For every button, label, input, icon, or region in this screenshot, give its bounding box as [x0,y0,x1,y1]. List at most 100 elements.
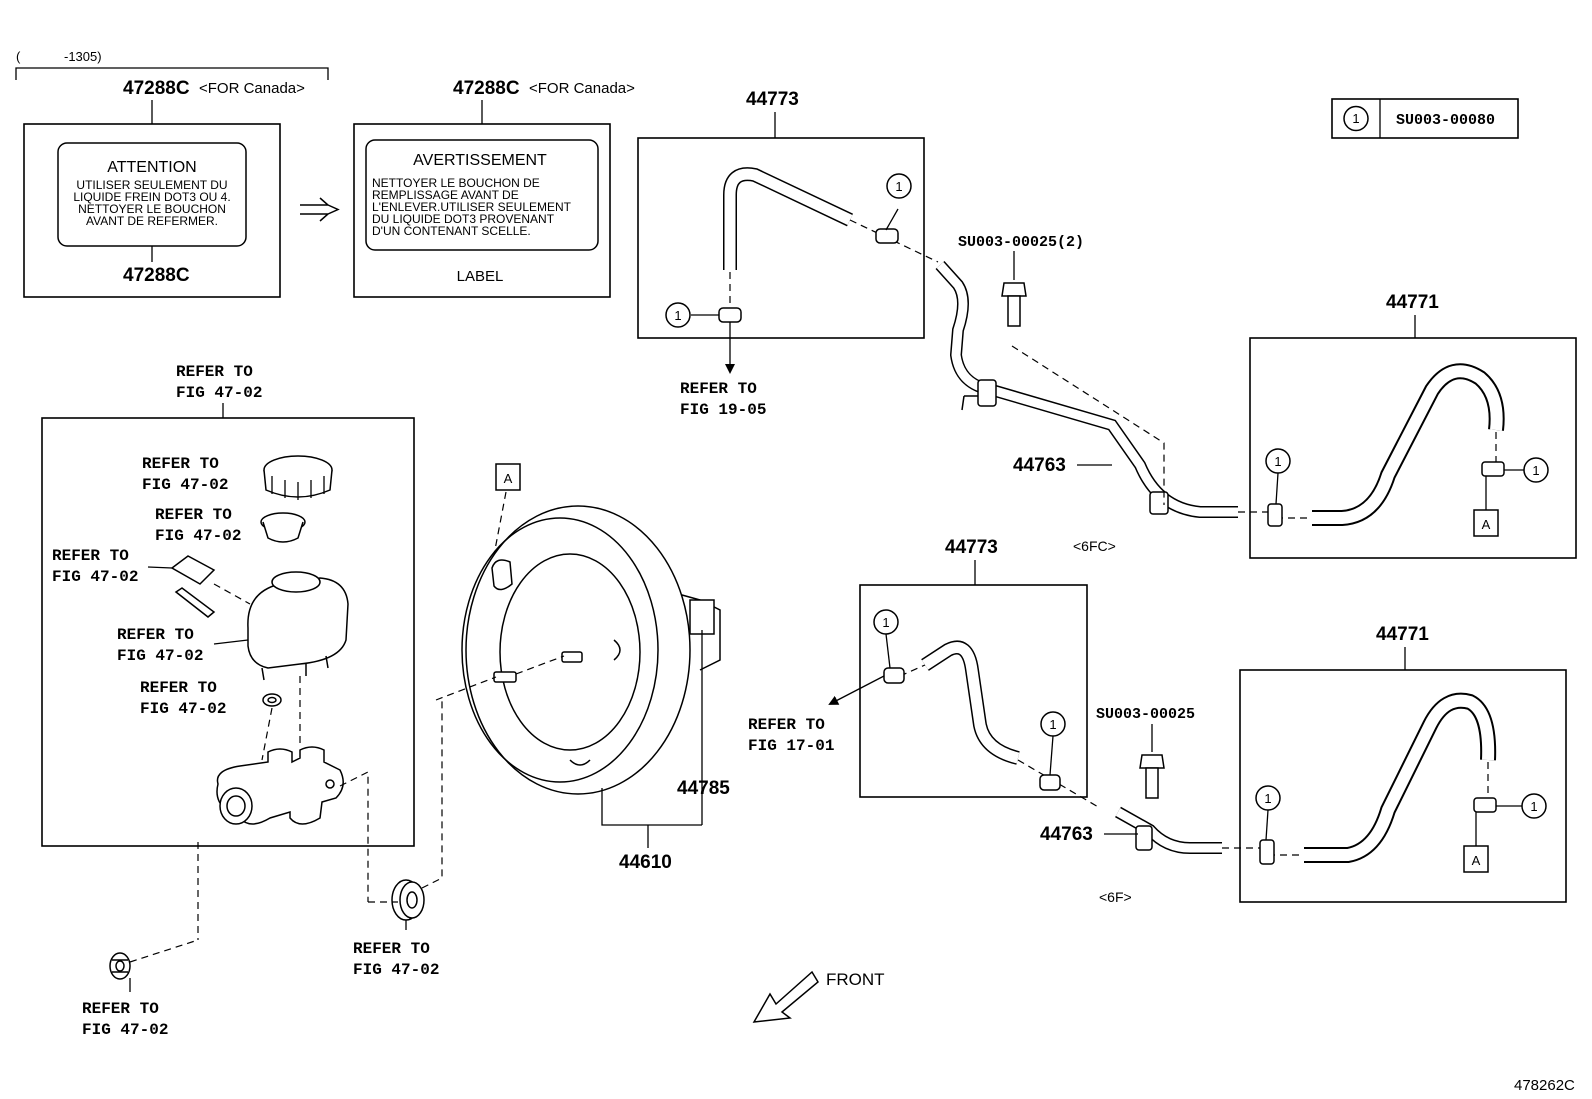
label-original-title: ATTENTION [107,159,196,176]
master-cylinder-group: REFER TO FIG 47-02 REFER TO FIG 47-02 RE… [41,363,415,940]
callout-1-c [1265,448,1291,474]
reservoir-strainer [260,512,306,543]
connector-a-upper-right [1473,509,1499,537]
pipe-lower-bracket [1135,825,1153,851]
clip-lower-hose-right [1473,797,1497,813]
svg-text:1: 1 [1532,463,1539,478]
label-original-part-number: 47288C [123,78,190,99]
label-new-title: AVERTISSEMENT [413,152,547,169]
front-direction: FRONT [752,970,885,1023]
svg-text:1: 1 [674,308,681,323]
label-new-line-2: REMPLISSAGE AVANT DE [372,188,519,202]
callout-1-g [1255,785,1281,811]
hose-44773-upper-label: 44773 [746,89,799,110]
pipe-44763-upper-group: SU003-00025(2) 44763 <6FC> [935,234,1268,554]
booster-gasket [391,879,425,921]
pipe-44763-lower-group: SU003-00025 44763 <6F> [1040,706,1262,905]
ref-cap-line-2: FIG 47-02 [142,476,228,494]
reservoir-tank [247,571,349,681]
connector-a-booster [495,463,521,491]
ref-strainer-line-2: FIG 47-02 [155,527,241,545]
ref-master-line-1: REFER TO [176,363,253,381]
svg-text:A: A [504,471,513,486]
callout-1-b [665,302,691,328]
hose-44771-lower-label: 44771 [1376,624,1429,645]
svg-text:1: 1 [1274,454,1281,469]
variant-lower: <6F> [1099,889,1132,905]
svg-text:1: 1 [882,615,889,630]
callout-1-e [873,609,899,635]
label-original-line-1: UTILISER SEULEMENT DU [76,178,227,192]
svg-text:A: A [1472,853,1481,868]
ref-strainer-line-1: REFER TO [155,506,232,524]
svg-text:1: 1 [895,179,902,194]
vacuum-check-fitting [491,559,513,591]
ref-reservoir-line-1: REFER TO [117,626,194,644]
booster-gasket-group: REFER TO FIG 47-02 [353,700,443,979]
ref-gasket-line-2: FIG 47-02 [353,961,439,979]
svg-text:1: 1 [1264,791,1271,806]
bolt-lower [1139,754,1165,799]
clip-lower-right [1039,774,1061,791]
ref-grommet-line-1: REFER TO [140,679,217,697]
label-original: 47288C <FOR Canada> ATTENTION UTILISER S… [23,78,305,298]
ref-19-05-line-1: REFER TO [680,380,757,398]
clip-upper-left [718,307,742,323]
label-original-line-3: NETTOYER LE BOUCHON [78,202,226,216]
clip-upper-hose-left [1267,503,1283,527]
front-label: FRONT [826,970,885,989]
grommet [262,693,282,707]
hose-44773-lower-label: 44773 [945,537,998,558]
callout-1-a [886,173,912,199]
clip-lower-hose-left [1259,839,1275,865]
ref-grommet-line-2: FIG 47-02 [140,700,226,718]
ref-nut-line-1: REFER TO [82,1000,159,1018]
pipe-upper-clamp [1149,491,1169,515]
range-value: -1305) [64,49,102,64]
bolt-upper-code: SU003-00025(2) [958,234,1084,251]
variant-upper: <6FC> [1073,538,1116,554]
reservoir-seal [170,555,216,585]
reservoir-pin [174,587,216,618]
ref-cap-line-1: REFER TO [142,455,219,473]
pipe-44763-upper-label: 44763 [1013,455,1066,476]
svg-text:1: 1 [1530,799,1537,814]
label-original-note: <FOR Canada> [199,80,305,97]
ref-reservoir-line-2: FIG 47-02 [117,647,203,665]
svg-text:A: A [1482,517,1491,532]
pipe-44763-lower-label: 44763 [1040,824,1093,845]
label-new-part-number: 47288C [453,78,520,99]
ref-nut-line-2: FIG 47-02 [82,1021,168,1039]
hose-44771-lower-group: 44771 1 1 A [1239,624,1567,903]
label-original-line-2: LIQUIDE FREIN DOT3 OU 4. [73,190,230,204]
svg-text:1: 1 [1049,717,1056,732]
master-cylinder-body [216,746,344,825]
front-arrow-icon [752,970,819,1023]
ref-gasket-line-1: REFER TO [353,940,430,958]
supersession-arrow [300,197,340,222]
callout-1-d [1523,457,1549,483]
label-new-caption: LABEL [457,268,504,285]
label-new-line-3: L'ENLEVER.UTILISER SEULEMENT [372,200,572,214]
ref-17-01-line-1: REFER TO [748,716,825,734]
brake-booster [461,505,721,795]
ref-17-01-line-2: FIG 17-01 [748,737,834,755]
label-new-line-5: D'UN CONTENANT SCELLE. [372,224,531,238]
hose-44773-lower-group: 44773 1 1 REFER TO FIG 17-01 [748,537,1101,809]
hose-44771-upper-group: 44771 1 1 A [1249,292,1577,559]
legend-box: 1 SU003-00080 [1331,98,1519,139]
booster-44610-label: 44610 [619,852,672,873]
label-new-line-1: NETTOYER LE BOUCHON DE [372,176,540,190]
range-open: ( [16,49,21,64]
label-original-bottom-part: 47288C [123,265,190,286]
bolt-lower-code: SU003-00025 [1096,706,1195,723]
model-range-bracket: ( -1305) [15,49,329,80]
legend-code: SU003-00080 [1396,112,1495,129]
hose-44771-upper-label: 44771 [1386,292,1439,313]
ref-seal-line-2: FIG 47-02 [52,568,138,586]
ref-master-line-2: FIG 47-02 [176,384,262,402]
booster-44785-label: 44785 [677,778,730,799]
callout-1-f [1040,711,1066,737]
legend-callout-number: 1 [1352,111,1359,126]
pipe-upper-bracket [961,379,997,411]
